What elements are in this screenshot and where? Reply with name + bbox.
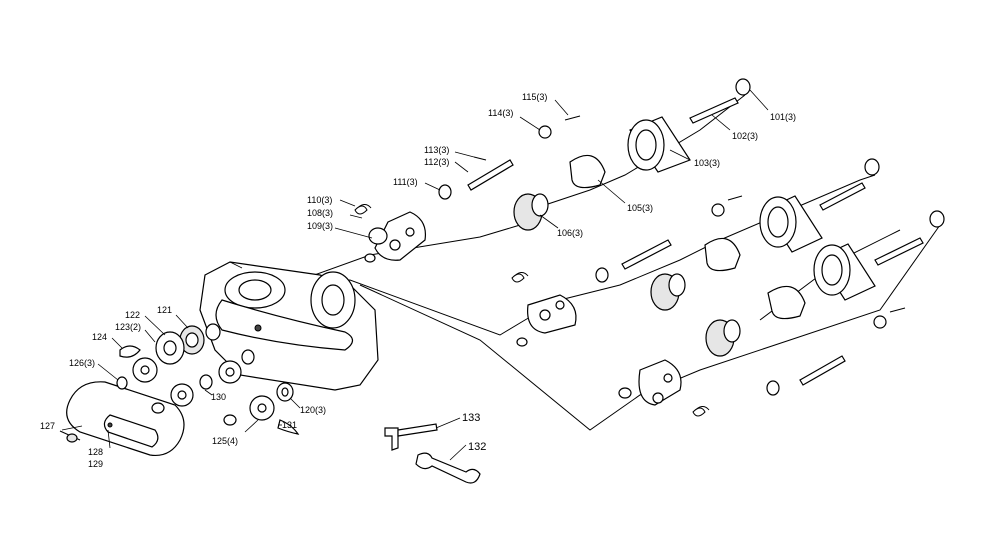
spring-110 <box>354 204 710 417</box>
callout-leaders <box>61 89 769 461</box>
sprocket-114 <box>538 115 906 329</box>
shaft-112 <box>467 156 846 386</box>
label-127: 127 <box>40 421 55 431</box>
label-114: 114(3) <box>488 108 513 118</box>
label-126: 126(3) <box>69 358 95 368</box>
washer-111 <box>438 184 780 396</box>
bracket-plate-top <box>364 211 427 263</box>
label-102: 102(3) <box>732 131 758 141</box>
roller-103 <box>627 116 876 301</box>
guard-105 <box>569 154 806 320</box>
label-101: 101(3) <box>770 112 796 122</box>
washer-bearing <box>151 323 255 426</box>
label-109: 109(3) <box>307 221 333 231</box>
clips-124-126 <box>116 345 300 435</box>
cover-plate <box>66 381 185 457</box>
label-112: 112(3) <box>424 157 449 167</box>
allen-key-133 <box>384 423 438 451</box>
label-125: 125(4) <box>212 436 238 446</box>
bracket-plate-mid <box>516 294 577 347</box>
label-113: 113(3) <box>424 145 449 155</box>
screw-127 <box>59 430 81 443</box>
label-123: 123(2) <box>115 322 141 332</box>
label-111: 111(3) <box>393 177 418 187</box>
bracket-plate-low <box>618 359 682 406</box>
washer-101 <box>735 78 945 228</box>
sprocket-125 <box>132 357 275 421</box>
label-130: 130 <box>211 392 226 402</box>
label-115: 115(3) <box>522 92 547 102</box>
label-120: 120(3) <box>300 405 326 415</box>
label-133: 133 <box>462 412 480 424</box>
label-108: 108(3) <box>307 208 333 218</box>
label-122: 122 <box>125 310 140 320</box>
wrench-132 <box>415 452 481 484</box>
part-labels: 101(3) 102(3) 103(3) 105(3) 106(3) 110(3… <box>40 92 796 469</box>
gear-121 <box>179 325 205 355</box>
label-124: 124 <box>92 332 107 342</box>
axle-102 <box>689 97 924 266</box>
label-129: 129 <box>88 459 103 469</box>
plate-122 <box>155 331 185 365</box>
label-132: 132 <box>468 441 486 453</box>
label-121: 121 <box>157 305 172 315</box>
label-110: 110(3) <box>307 195 332 205</box>
gear-106 <box>513 193 741 357</box>
label-105: 105(3) <box>627 203 653 213</box>
label-131: 131 <box>282 420 297 430</box>
label-106: 106(3) <box>557 228 583 238</box>
label-103: 103(3) <box>694 158 720 168</box>
label-128: 128 <box>88 447 103 457</box>
washer-120 <box>276 382 294 402</box>
